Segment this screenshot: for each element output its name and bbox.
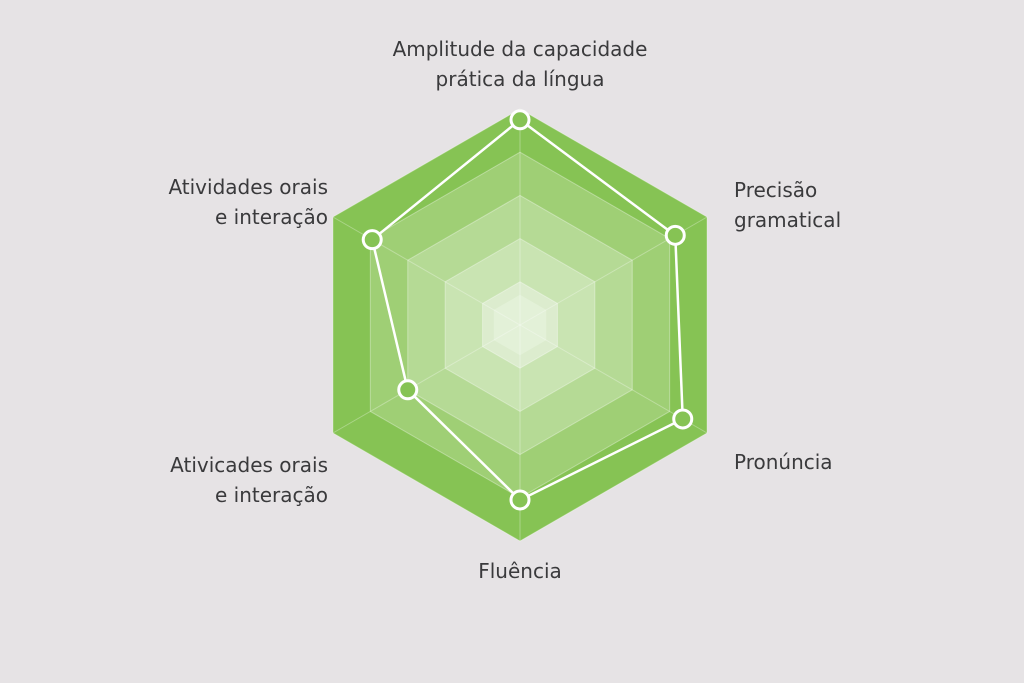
axis-label-line: Precisão xyxy=(734,178,818,202)
axis-label-ativicades: Ativicades orais e interação xyxy=(100,450,328,510)
grid-center xyxy=(493,294,547,356)
axis-label-line: Fluência xyxy=(478,559,562,583)
axis-label-line: e interação xyxy=(214,483,328,507)
data-point xyxy=(397,379,419,401)
axis-spoke xyxy=(332,324,521,434)
axis-label-precisao: Precisão gramatical xyxy=(734,175,841,235)
axis-label-line: gramatical xyxy=(734,208,842,232)
data-point xyxy=(664,224,686,246)
axis-label-line: e interação xyxy=(214,205,328,229)
axis-label-amplitude: Amplitude da capacidade prática da língu… xyxy=(370,34,670,94)
axis-label-line: Amplitude da capacidade xyxy=(392,37,648,61)
axis-label-line: Atividades orais xyxy=(168,175,328,199)
data-point xyxy=(509,109,531,131)
data-point xyxy=(509,489,531,511)
data-point xyxy=(672,408,694,430)
axis-label-fluencia: Fluência xyxy=(420,556,620,586)
axis-label-line: Pronúncia xyxy=(734,450,833,474)
axis-label-pronuncia: Pronúncia xyxy=(734,447,833,477)
axis-label-line: Ativicades orais xyxy=(170,453,328,477)
data-point xyxy=(361,229,383,251)
axis-label-line: prática da língua xyxy=(435,67,605,91)
axis-label-atividades: Atividades orais e interação xyxy=(100,172,328,232)
